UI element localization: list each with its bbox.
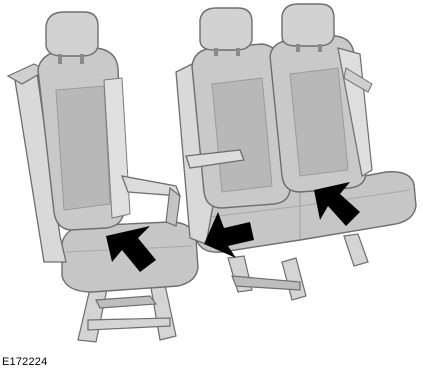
figure-id-label: E172224 — [2, 356, 47, 369]
double-seat-right-headrest — [282, 4, 334, 46]
single-seat — [8, 12, 198, 342]
double-seat-left-headrest — [200, 8, 252, 50]
single-seat-headrest — [46, 12, 98, 56]
double-seat — [176, 4, 416, 300]
